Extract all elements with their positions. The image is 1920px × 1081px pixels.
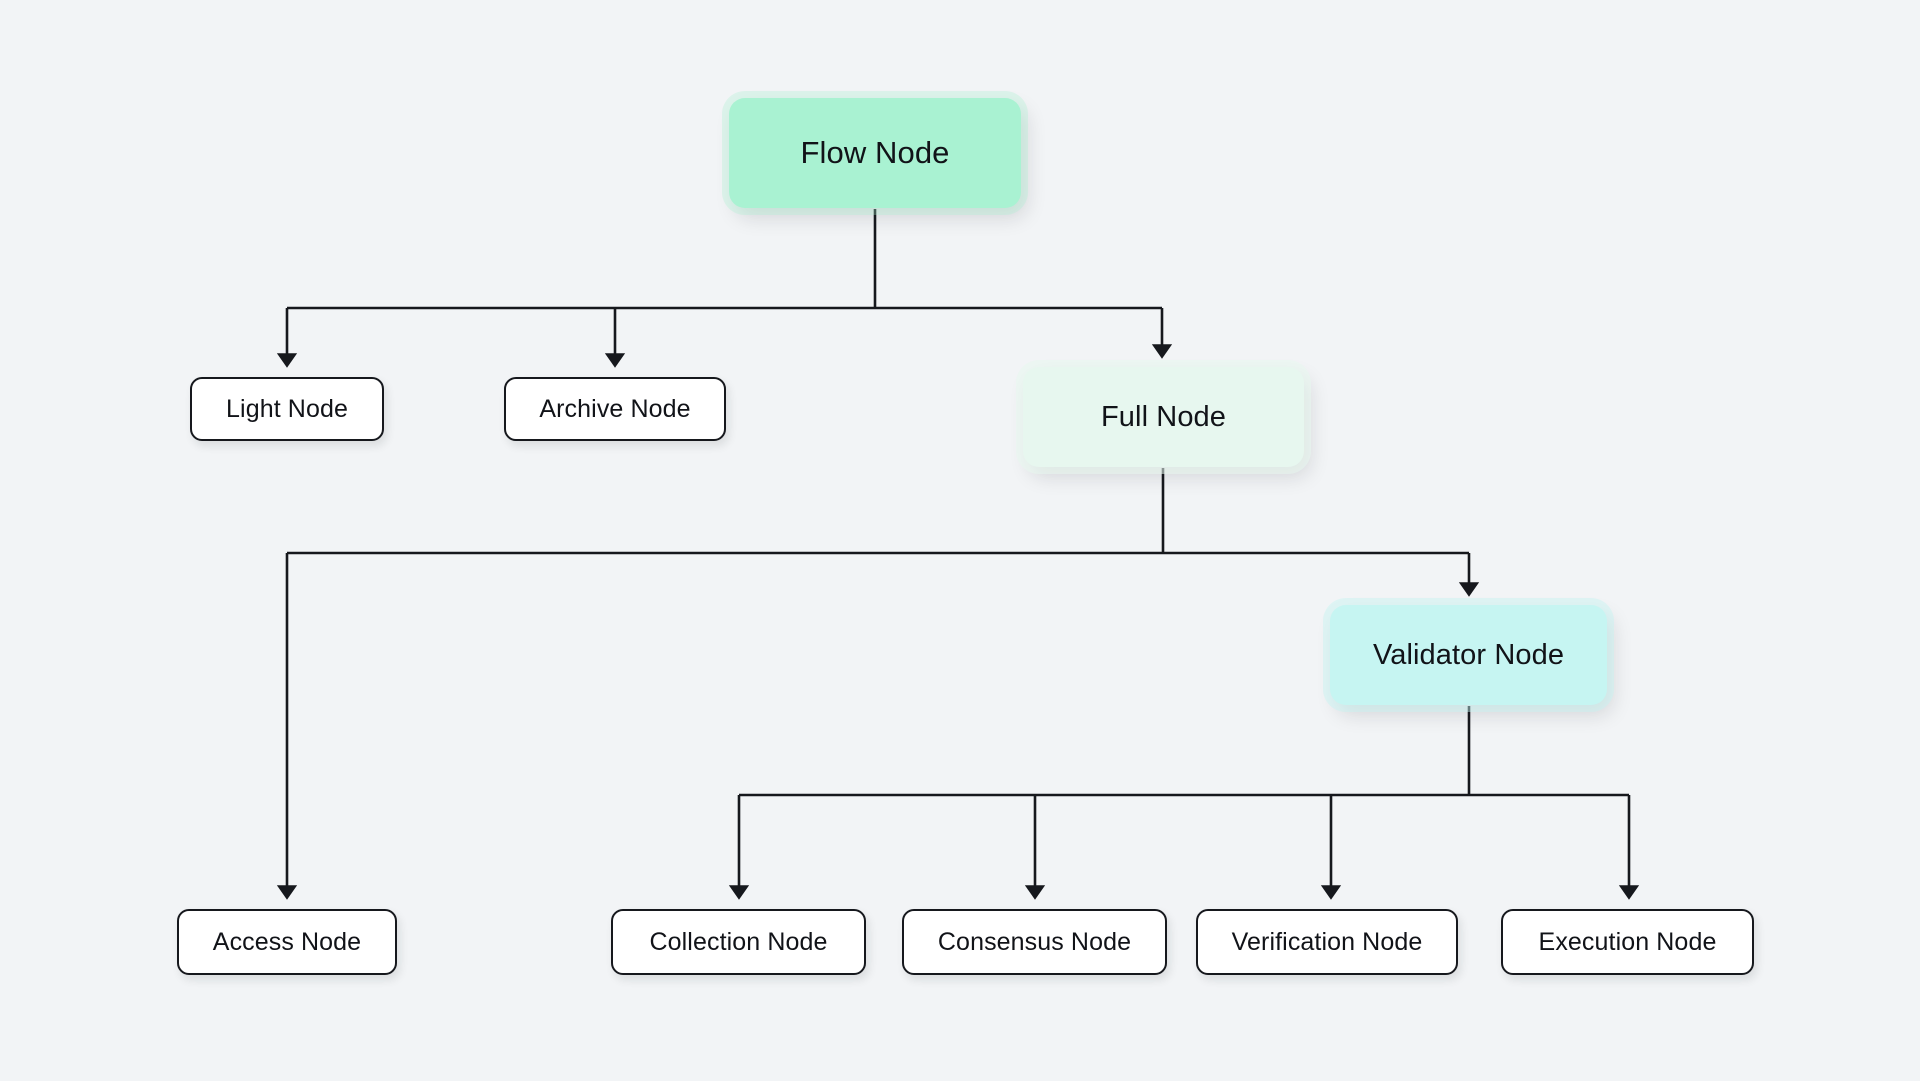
node-access-node[interactable]: Access Node — [177, 909, 397, 975]
node-collection-node[interactable]: Collection Node — [611, 909, 866, 975]
node-consensus-node[interactable]: Consensus Node — [902, 909, 1167, 975]
node-light-node[interactable]: Light Node — [190, 377, 384, 441]
node-validator-node[interactable]: Validator Node — [1330, 605, 1607, 705]
node-verification-node[interactable]: Verification Node — [1196, 909, 1458, 975]
node-full-node[interactable]: Full Node — [1023, 367, 1304, 467]
node-flow-node[interactable]: Flow Node — [729, 98, 1021, 208]
node-archive-node[interactable]: Archive Node — [504, 377, 726, 441]
node-execution-node[interactable]: Execution Node — [1501, 909, 1754, 975]
